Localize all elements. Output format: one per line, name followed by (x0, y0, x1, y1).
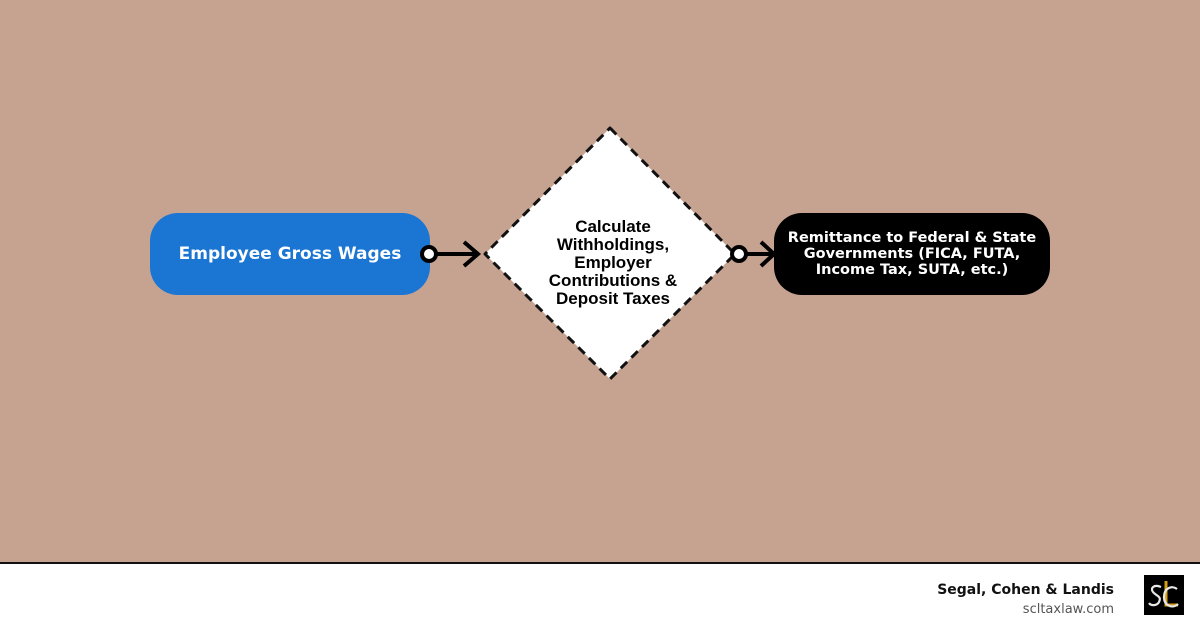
scl-monogram-logo-icon (1144, 575, 1184, 615)
footer: Segal, Cohen & Landis scltaxlaw.com (0, 564, 1200, 630)
node-remittance: Remittance to Federal & State Government… (774, 213, 1050, 295)
connector-start-circle (730, 245, 748, 263)
node-calculate-label: Calculate Withholdings, Employer Contrib… (548, 217, 678, 308)
diamond-shape (483, 126, 737, 381)
connector-wages-to-calculate (420, 240, 482, 268)
node-remittance-label: Remittance to Federal & State Government… (787, 230, 1037, 278)
website-link[interactable]: scltaxlaw.com (1022, 602, 1114, 617)
footer-divider (0, 562, 1200, 564)
connector-arrowhead (462, 240, 482, 268)
connector-calculate-to-remittance (730, 240, 777, 268)
node-employee-gross-wages-label: Employee Gross Wages (178, 244, 402, 264)
node-employee-gross-wages: Employee Gross Wages (150, 213, 430, 295)
connector-start-circle (420, 245, 438, 263)
diagram-canvas: Employee Gross Wages Calculate Withholdi… (0, 0, 1200, 562)
firm-name: Segal, Cohen & Landis (937, 582, 1114, 598)
node-calculate-diamond (483, 126, 737, 381)
